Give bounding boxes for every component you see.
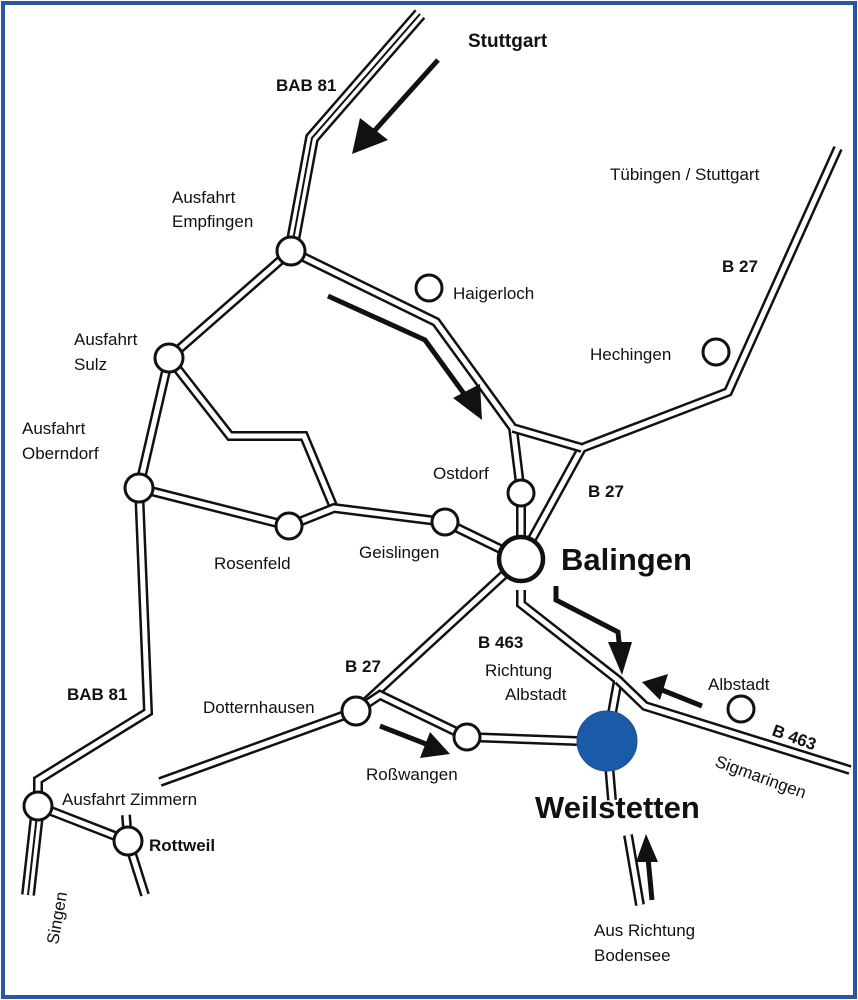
label-aus-richtung-bodensee: Aus Richtung Bodensee [594,921,700,965]
weilstetten-destination-marker [576,710,638,772]
arrow-to-ostdorf [326,293,482,420]
label-weilstetten: Weilstetten [535,790,700,825]
geislingen-marker [430,507,460,537]
road-bab81-north-b [33,247,295,806]
label-b27-mid: B 27 [588,482,624,501]
label-stuttgart: Stuttgart [468,31,548,52]
zimmern-marker [22,790,54,822]
direction-arrows [326,58,703,901]
road-b27-tuebingen [516,145,843,562]
label-albstadt: Albstadt [708,675,770,694]
rosswangen-marker [452,722,482,752]
label-rosenfeld: Rosenfeld [214,554,291,573]
label-b463-mid: B 463 [478,633,523,652]
road-balingen-dotternhausen [352,555,525,715]
arrow-from-albstadt [642,674,703,709]
road-bodensee-south [623,834,645,906]
label-rosswangen: Roßwangen [366,765,458,784]
label-geislingen: Geislingen [359,543,439,562]
albstadt-marker [726,694,756,724]
label-b27-low: B 27 [345,657,381,676]
road-empfingen-haigerloch [288,246,526,494]
label-ausfahrt-sulz: Ausfahrt Sulz [74,330,142,374]
label-dotternhausen: Dotternhausen [203,698,315,717]
road-dotternhausen-rottweil [158,706,358,787]
road-bab81-north-a [284,9,426,253]
label-ausfahrt-oberndorf: Ausfahrt Oberndorf [22,419,99,463]
road-sulz-rosenfeld [165,354,339,510]
oberndorf-marker [123,472,155,504]
haigerloch-marker [414,273,444,303]
label-bab81-low: BAB 81 [67,685,127,704]
arrow-balingen-to-weilstetten [553,586,632,675]
dotternhausen-marker [340,695,372,727]
arrow-from-bodensee [636,834,658,901]
road-b463-east [614,676,852,775]
rottweil-marker [112,825,144,857]
balingen-marker [496,534,546,584]
label-bab81-top: BAB 81 [276,76,336,95]
towns [22,235,756,857]
sulz-marker [153,342,185,374]
label-haigerloch: Haigerloch [453,284,534,303]
label-balingen: Balingen [561,542,692,577]
label-b27-top: B 27 [722,257,758,276]
arrow-to-rosswangen [379,723,450,758]
rosenfeld-marker [274,511,304,541]
hechingen-marker [701,337,731,367]
label-rottweil: Rottweil [149,836,215,855]
road-ostdorf-link [511,423,584,453]
label-ausfahrt-empfingen: Ausfahrt Empfingen [172,188,253,231]
arrow-from-stuttgart [352,58,440,154]
road-oberndorf-rosenfeld [137,483,524,564]
ostdorf-marker [506,478,536,508]
label-ostdorf: Ostdorf [433,464,489,483]
label-tuebingen-stuttgart: Tübingen / Stuttgart [610,165,760,184]
label-richtung-albstadt: Richtung Albstadt [485,661,567,704]
road-b463 [516,590,624,742]
empfingen-marker [275,235,307,267]
label-hechingen: Hechingen [590,345,671,364]
label-ausfahrt-zimmern: Ausfahrt Zimmern [62,790,197,809]
